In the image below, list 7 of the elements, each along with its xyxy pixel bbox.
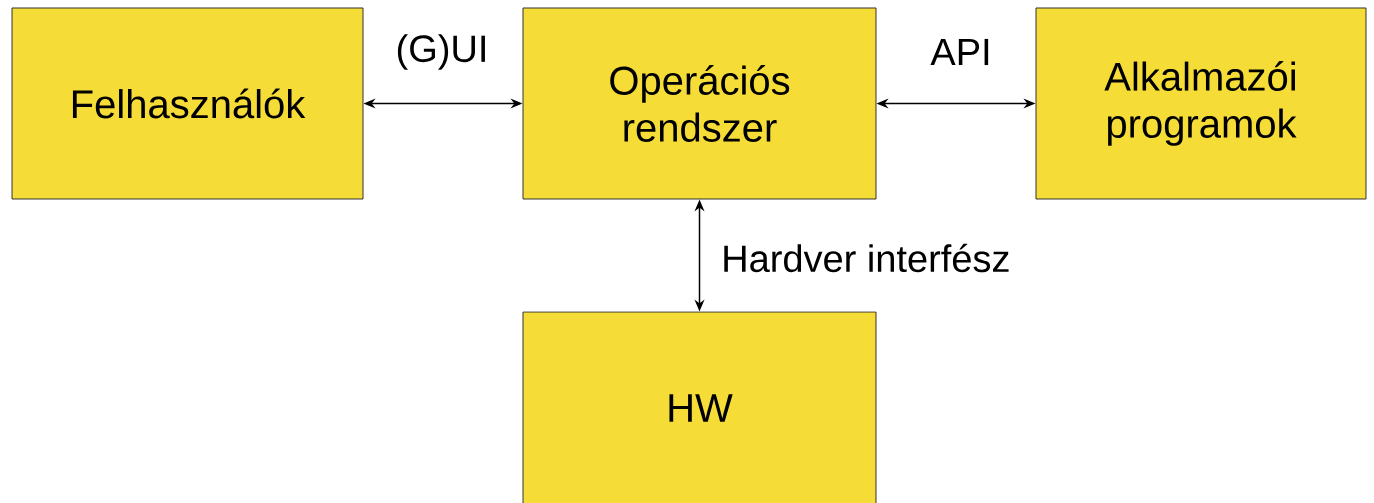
edge-label: (G)UI — [397, 34, 485, 70]
process-box: Felhasználók — [11, 7, 364, 200]
edge-label: Hardver interfész — [724, 243, 1009, 273]
edge-label: API — [930, 38, 989, 66]
process-box: Alkalmazói programok — [1035, 7, 1367, 200]
process-box: Operációs rendszer — [522, 7, 877, 200]
process-box: HW — [522, 311, 877, 503]
